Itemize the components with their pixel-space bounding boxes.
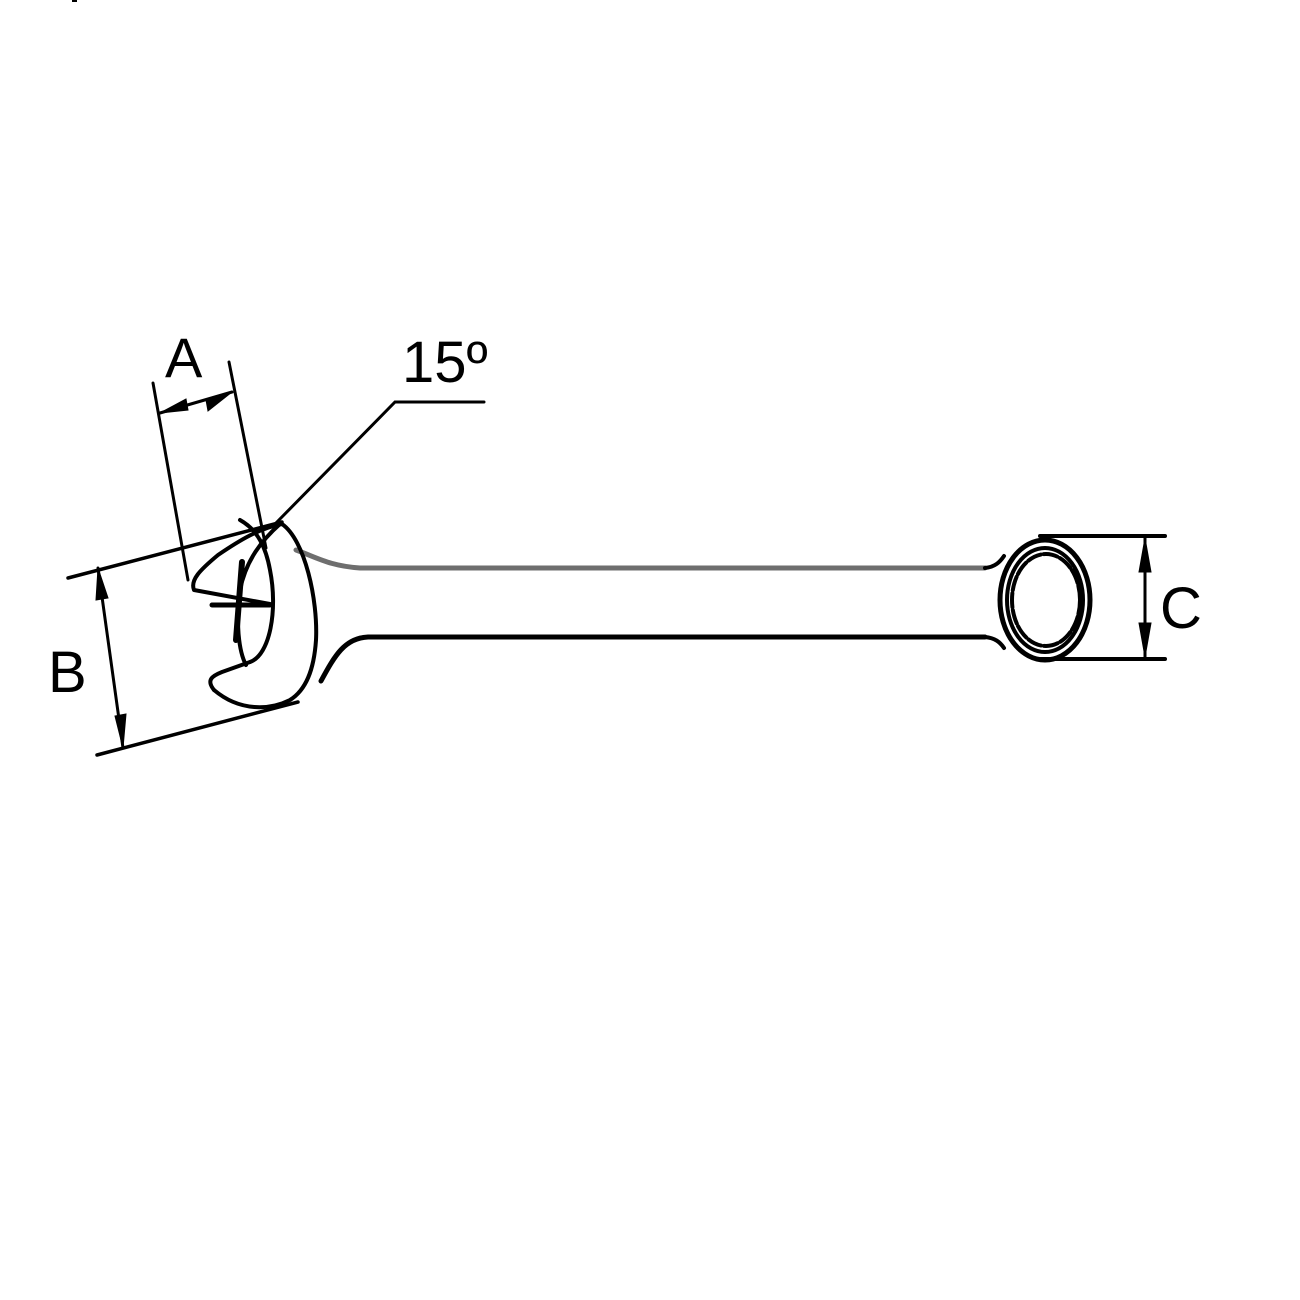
angle-leader — [274, 400, 486, 525]
dim-c-arrow-bottom — [1138, 622, 1152, 658]
corner-mark — [72, 0, 77, 2]
handle-bottom-edge — [318, 634, 988, 684]
dim-b-extension-bottom — [95, 700, 300, 757]
dimension-a — [151, 360, 268, 582]
label-c: C — [1160, 576, 1202, 641]
dim-b-extension-top — [66, 520, 284, 580]
ring-12-point-inner — [1010, 552, 1082, 648]
box-neck-bottom — [983, 635, 1006, 650]
dimension-c — [1038, 534, 1167, 661]
open-end-head — [191, 518, 319, 710]
angle-leader-line — [274, 400, 486, 525]
dimension-b — [66, 520, 300, 757]
ring-middle — [1005, 546, 1085, 654]
dim-c-arrow-top — [1138, 537, 1152, 573]
box-neck-top — [983, 554, 1006, 570]
dim-b-arrow-top — [95, 567, 109, 601]
label-a: A — [165, 326, 203, 389]
label-b: B — [48, 640, 87, 705]
open-end-outer-curve — [212, 522, 319, 710]
dim-b-arrow-bottom — [114, 713, 127, 749]
wrench-handle — [293, 547, 1006, 684]
dim-a-extension-right — [227, 360, 268, 550]
dim-a-arrow-right — [205, 391, 233, 412]
label-angle-15: 15º — [402, 330, 488, 395]
open-end-lower-jaw — [208, 660, 252, 692]
box-end-ring — [997, 537, 1093, 663]
open-end-throat — [238, 518, 276, 664]
center-cross-v — [233, 559, 245, 643]
handle-top-edge — [293, 547, 988, 571]
dim-a-arrow-left — [159, 398, 189, 414]
